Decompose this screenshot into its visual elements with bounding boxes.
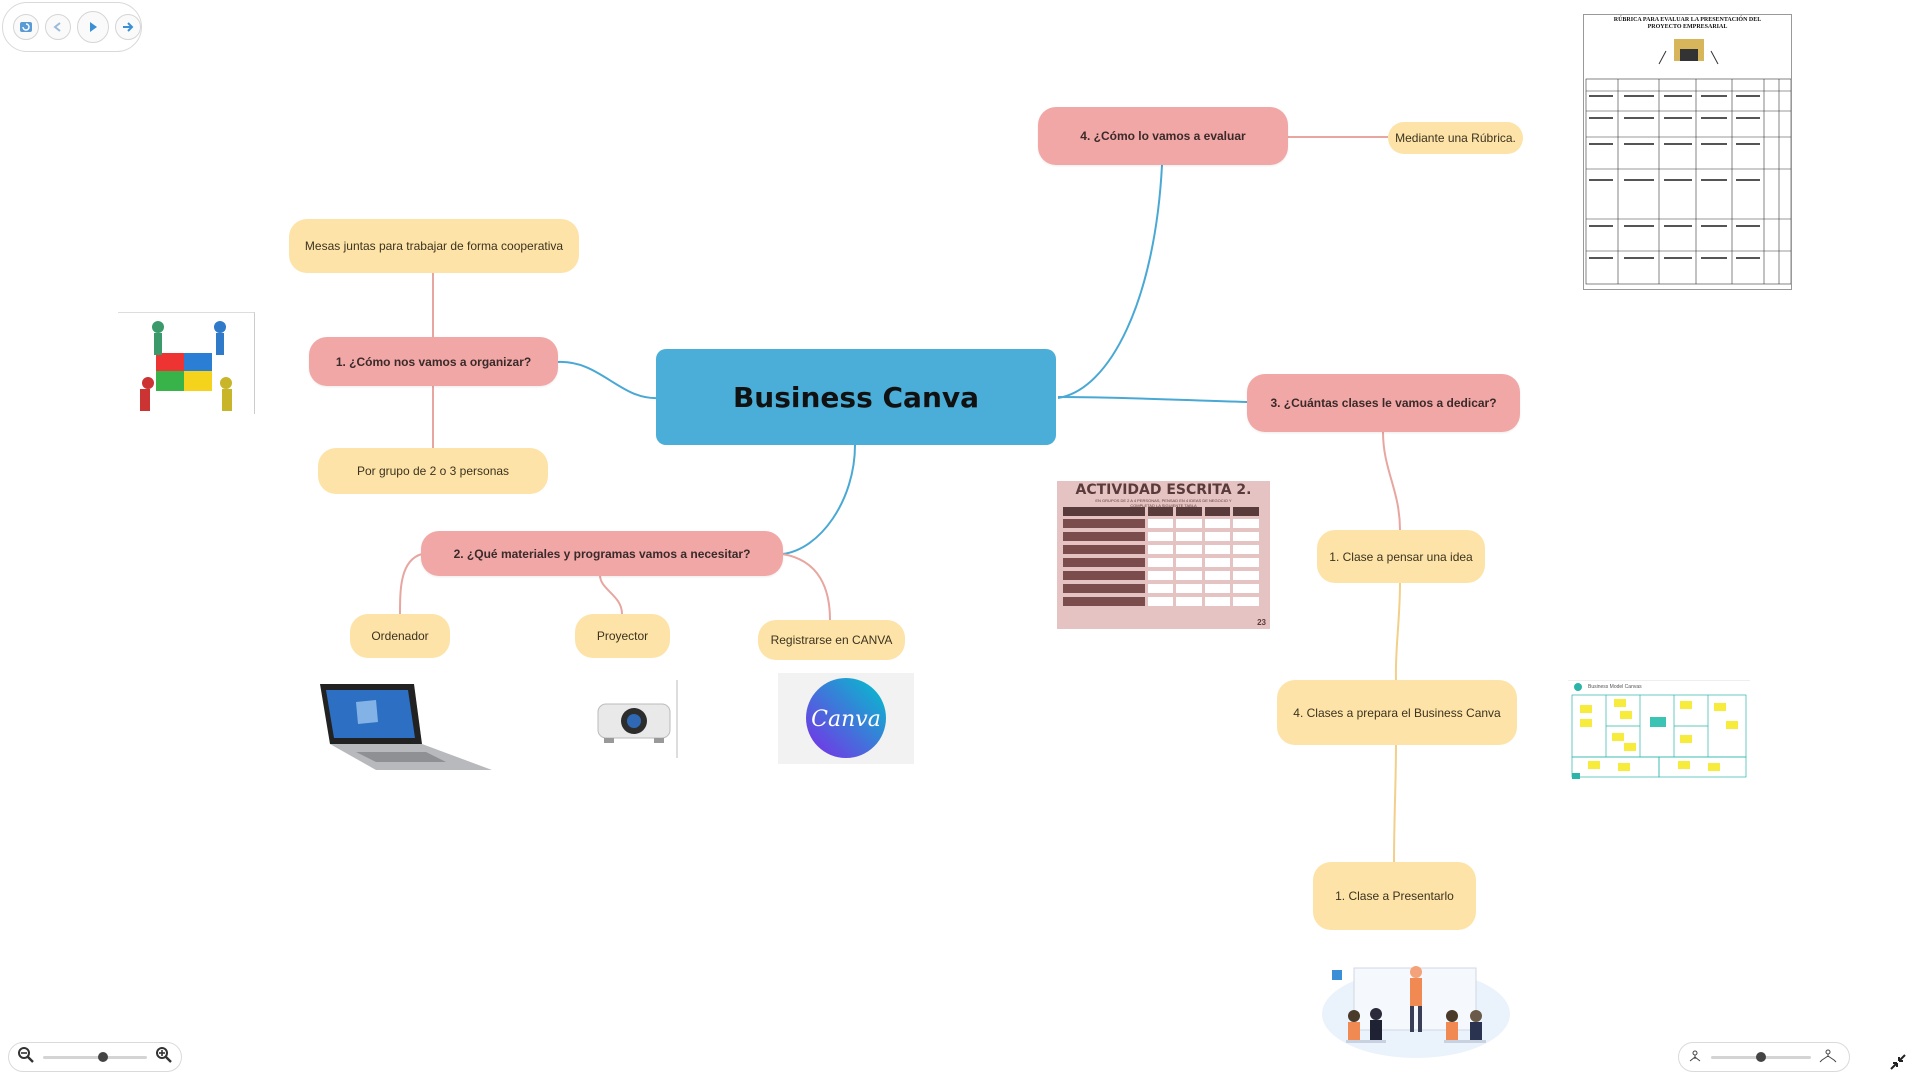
canva-logo-image[interactable]: Canva [778, 673, 914, 764]
fullscreen-exit-icon[interactable] [1888, 1052, 1908, 1072]
activity-title: ACTIVIDAD ESCRITA 2. [1075, 482, 1252, 498]
zoom-in-icon[interactable] [155, 1046, 173, 1069]
leaf-registrarse-canva[interactable]: Registrarse en CANVA [758, 620, 905, 660]
back-icon[interactable] [45, 14, 71, 40]
leaf-clase-presentar[interactable]: 1. Clase a Presentarlo [1313, 862, 1476, 930]
collapse-branches-icon[interactable] [1687, 1047, 1703, 1068]
canva-logo-text: Canva [811, 707, 881, 732]
zoom-control [8, 1042, 182, 1072]
branch-evaluate[interactable]: 4. ¿Cómo lo vamos a evaluar [1038, 107, 1288, 165]
leaf-mesas-juntas[interactable]: Mesas juntas para trabajar de forma coop… [289, 219, 579, 273]
refresh-icon[interactable] [13, 14, 39, 40]
rubric-title: RÚBRICA PARA EVALUAR LA PRESENTACIÓN DEL… [1613, 17, 1762, 30]
leaf-proyector[interactable]: Proyector [575, 614, 670, 658]
playback-toolbar [2, 2, 142, 52]
activity-subtitle: EN GRUPOS DE 2 A 4 PERSONAS, PENSAD EN 4… [1095, 498, 1232, 508]
branch-level-knob[interactable] [1756, 1051, 1766, 1062]
branch-organize[interactable]: 1. ¿Cómo nos vamos a organizar? [309, 337, 558, 386]
presentation-illustration-image[interactable] [1320, 958, 1512, 1062]
branch-materials[interactable]: 2. ¿Qué materiales y programas vamos a n… [421, 531, 783, 576]
forward-icon[interactable] [115, 14, 141, 40]
business-model-canvas-image[interactable]: Business Model Canvas [1568, 680, 1750, 781]
leaf-grupo-personas[interactable]: Por grupo de 2 o 3 personas [318, 448, 548, 494]
leaf-ordenador[interactable]: Ordenador [350, 614, 450, 658]
leaf-rubrica[interactable]: Mediante una Rúbrica. [1388, 122, 1523, 154]
branch-level-control [1678, 1042, 1850, 1072]
leaf-clase-pensar[interactable]: 1. Clase a pensar una idea [1317, 530, 1485, 583]
rubric-document-image[interactable]: RÚBRICA PARA EVALUAR LA PRESENTACIÓN DEL… [1583, 14, 1792, 290]
branch-classes[interactable]: 3. ¿Cuántas clases le vamos a dedicar? [1247, 374, 1520, 432]
expand-branches-icon[interactable] [1819, 1047, 1837, 1068]
zoom-slider[interactable] [43, 1051, 147, 1062]
puzzle-teamwork-image[interactable] [118, 312, 255, 414]
branch-level-slider[interactable] [1711, 1051, 1811, 1062]
activity-worksheet-image[interactable]: ACTIVIDAD ESCRITA 2. EN GRUPOS DE 2 A 4 … [1057, 481, 1270, 629]
bmc-title: Business Model Canvas [1588, 684, 1642, 690]
zoom-out-icon[interactable] [17, 1046, 35, 1069]
zoom-slider-knob[interactable] [98, 1051, 108, 1062]
laptop-image[interactable] [316, 682, 496, 772]
leaf-clases-preparar[interactable]: 4. Clases a prepara el Business Canva [1277, 680, 1517, 745]
central-topic[interactable]: Business Canva [656, 349, 1056, 445]
activity-table [1063, 507, 1260, 606]
projector-image[interactable] [594, 680, 678, 758]
activity-page-number: 23 [1257, 618, 1266, 627]
play-icon[interactable] [77, 11, 109, 43]
